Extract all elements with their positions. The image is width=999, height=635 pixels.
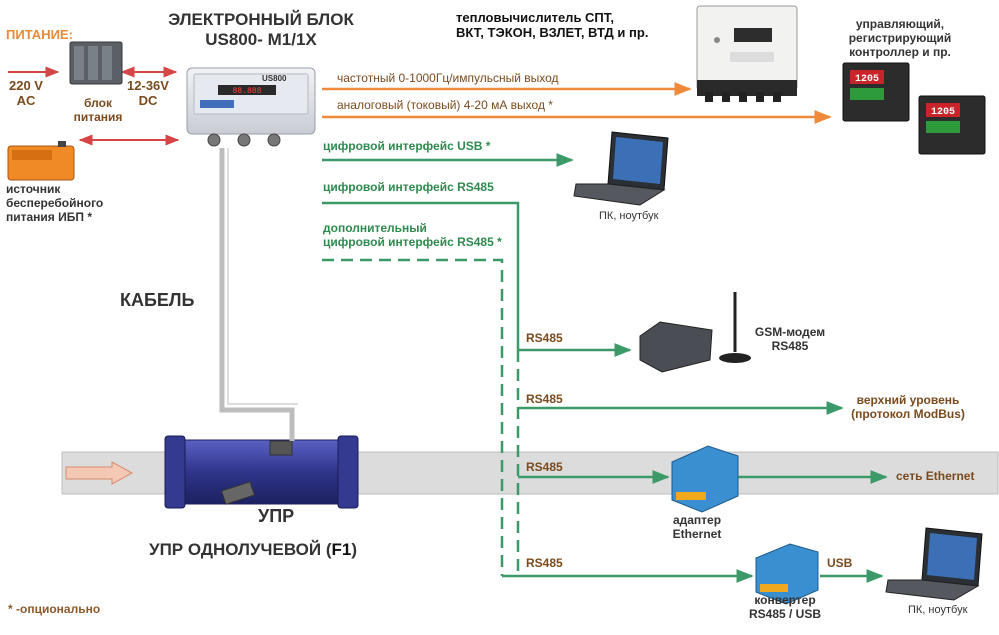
rs485-trunk	[322, 201, 520, 350]
rs485-branch-upper: RS485	[526, 392, 563, 406]
pc-label-2: ПК, ноутбук	[908, 604, 968, 616]
flowmeter-upr	[164, 435, 359, 509]
unit-readout: 88.888	[233, 87, 262, 96]
unit-model-code: М1/1Х	[267, 29, 317, 49]
ups-label: источник бесперебойного питания ИБП *	[6, 182, 104, 224]
usb-link-label: USB	[827, 556, 853, 570]
unit-brand-text: US800	[262, 74, 287, 83]
controller-display-1: 1205	[855, 74, 879, 85]
heat-calculator-icon	[696, 5, 798, 102]
laptop-icon-2	[885, 527, 983, 601]
ethernet-adapter-icon	[671, 445, 739, 513]
unit-title-line1: ЭЛЕКТРОННЫЙ БЛОК	[168, 10, 354, 29]
rs485-branch-eth: RS485	[526, 460, 563, 474]
flow-direction-icon	[65, 461, 134, 485]
laptop-icon-1	[573, 131, 669, 206]
rs485-branch-gsm: RS485	[526, 331, 563, 345]
upper-level-label: верхний уровень (протокол ModBus)	[851, 393, 965, 421]
gsm-modem-icon	[639, 292, 751, 373]
power-supply-icon	[69, 41, 123, 85]
electronic-unit-us800	[186, 67, 316, 147]
sensor-full-label: УПР ОДНОЛУЧЕВОЙ (F1)	[149, 540, 358, 559]
controller-label: управляющий, регистрирующий контроллер и…	[848, 17, 952, 59]
controller-icon-1	[842, 62, 910, 122]
gsm-modem-label: GSM-модем RS485	[754, 325, 826, 353]
cable-label: КАБЕЛЬ	[120, 290, 195, 310]
unit-title: ЭЛЕКТРОННЫЙ БЛОК US800- М1/1Х	[146, 10, 376, 49]
ethernet-adapter-label: адаптер Ethernet	[672, 513, 722, 541]
dc-voltage-label: 12-36V DC	[127, 78, 169, 108]
converter-icon	[755, 543, 819, 605]
pc-label-1: ПК, ноутбук	[599, 210, 659, 222]
usb-interface-label: цифровой интерфейс USB *	[323, 139, 491, 153]
heat-calculator-label: тепловычислитель СПТ, ВКТ, ТЭКОН, ВЗЛЕТ,…	[456, 10, 649, 40]
ethernet-network-label: сеть Ethernet	[896, 469, 975, 483]
rs485-extra-trunk	[322, 258, 504, 576]
controller-icon-2	[918, 95, 986, 155]
ac-voltage-label: 220 V AC	[9, 78, 43, 108]
rs485-branch-conv: RS485	[526, 556, 563, 570]
sensor-cable	[219, 148, 295, 441]
psu-label: блок питания	[73, 96, 123, 124]
controller-display-2: 1205	[931, 107, 955, 118]
unit-title-line2: US800- М1/1Х	[205, 29, 317, 49]
rs485-interface-label: цифровой интерфейс RS485	[323, 180, 494, 194]
rs485-extra-label: дополнительный цифровой интерфейс RS485 …	[323, 221, 502, 249]
converter-label: конвертер RS485 / USB	[748, 593, 822, 621]
power-label: ПИТАНИЕ:	[6, 27, 73, 42]
analog-output-label: аналоговый (токовый) 4-20 мА выход *	[337, 98, 553, 112]
ups-battery-icon	[7, 141, 75, 181]
frequency-output-label: частотный 0-1000Гц/импульсный выход	[337, 71, 559, 85]
footnote: * -опционально	[8, 602, 101, 616]
sensor-short-label: УПР	[258, 506, 295, 526]
